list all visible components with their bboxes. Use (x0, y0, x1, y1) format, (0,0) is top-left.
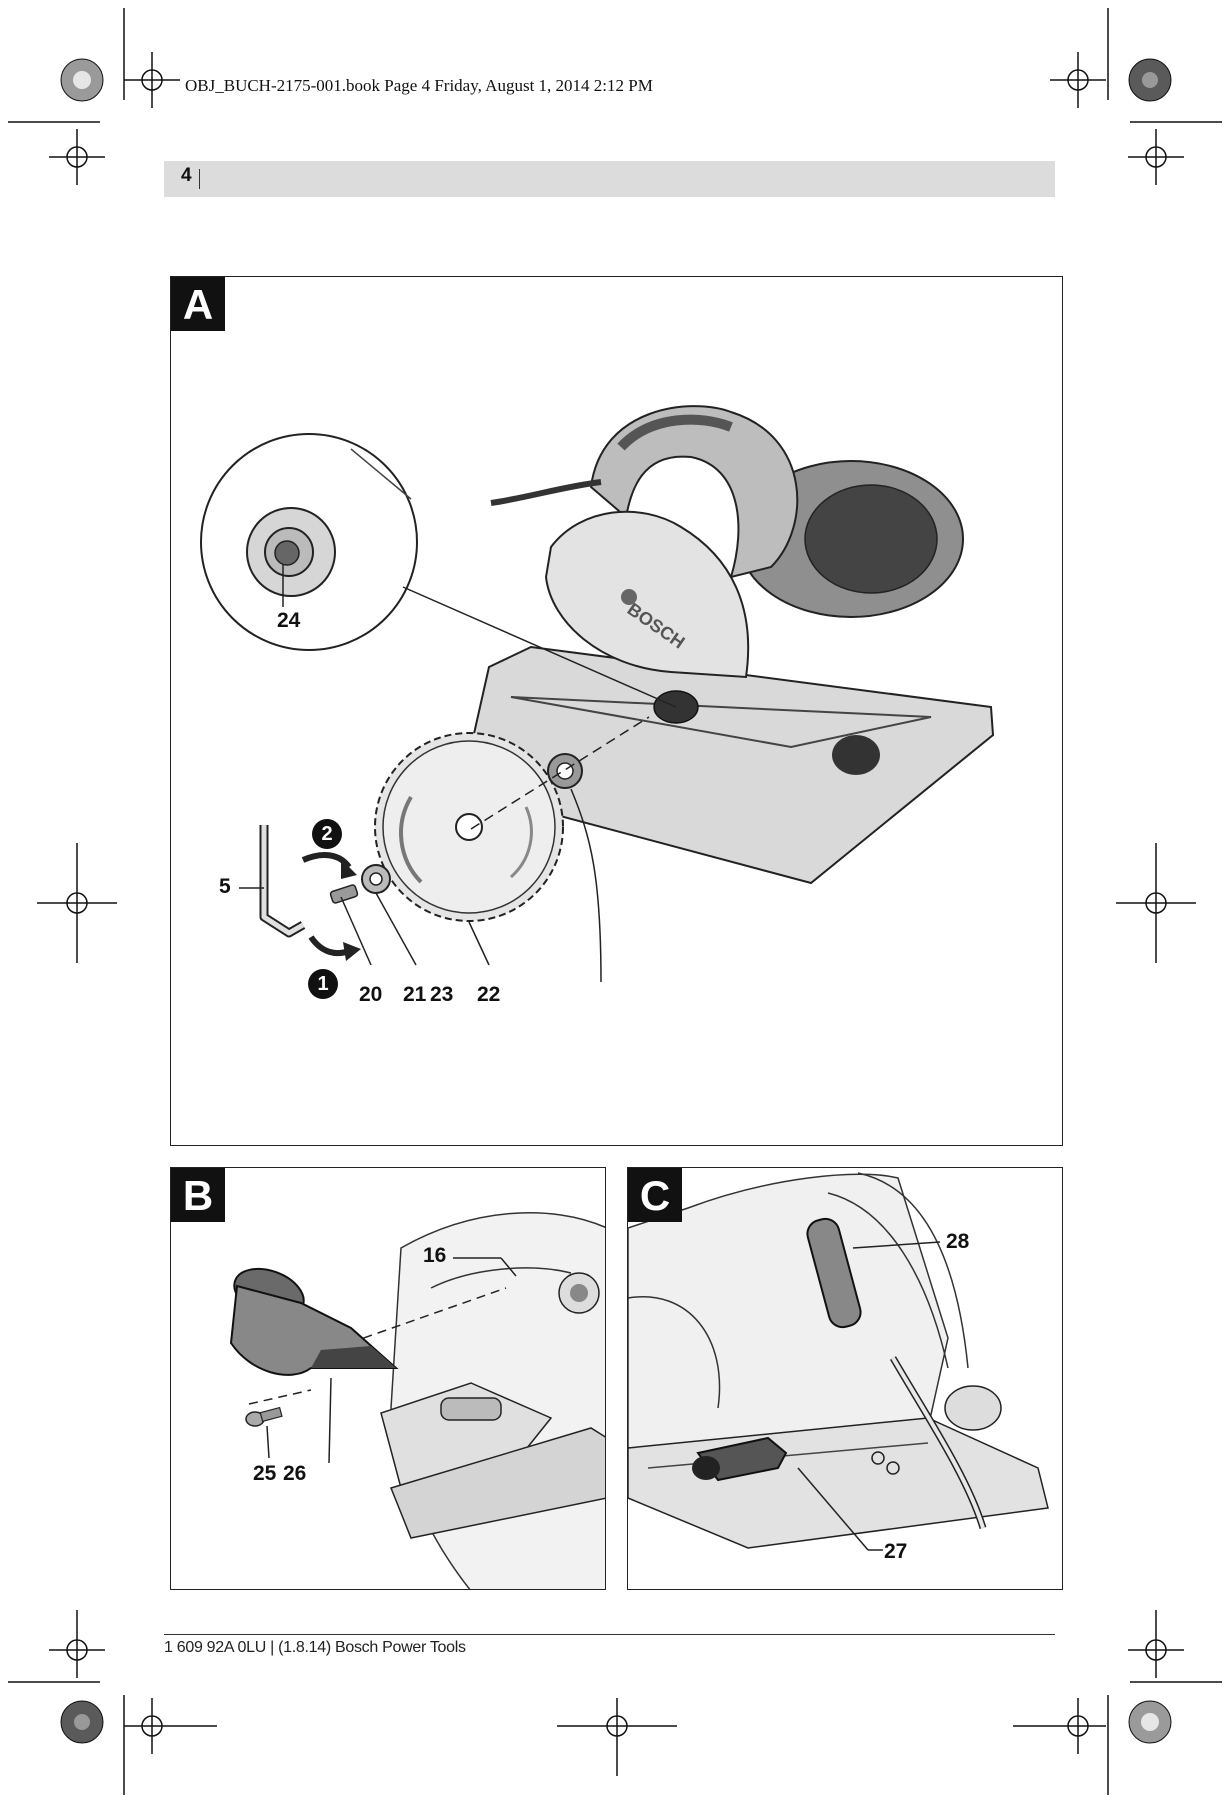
callout-24: 24 (277, 609, 301, 632)
callout-21: 21 (403, 983, 427, 1006)
footer-text: 1 609 92A 0LU | (1.8.14) Bosch Power Too… (164, 1639, 466, 1656)
step-2-marker: 2 (312, 819, 342, 849)
callout-16: 16 (423, 1244, 447, 1267)
figure-b: B 16 25 26 (170, 1167, 606, 1590)
header-bar (164, 161, 1055, 197)
dust-extraction-adapter-illustration (229, 1211, 605, 1589)
figure-c-label: C (628, 1168, 682, 1222)
header-divider (199, 169, 200, 189)
step-1-marker: 1 (308, 969, 338, 999)
callout-27: 27 (884, 1540, 908, 1563)
callout-5: 5 (219, 875, 231, 898)
page-number: 4 (181, 165, 192, 186)
figure-c: C 28 27 (627, 1167, 1063, 1590)
callout-26: 26 (283, 1462, 307, 1485)
figure-a: BOSCH (170, 276, 1063, 1146)
callout-28: 28 (946, 1230, 970, 1253)
bevel-and-depth-lever-illustration (628, 1172, 1049, 1551)
callout-20: 20 (359, 983, 383, 1006)
figure-a-label: A (171, 277, 225, 331)
circular-saw-blade-change-illustration: BOSCH (200, 405, 995, 983)
print-slug: OBJ_BUCH-2175-001.book Page 4 Friday, Au… (185, 76, 653, 95)
callout-23: 23 (430, 983, 454, 1006)
callout-25: 25 (253, 1462, 277, 1485)
footer-rule (164, 1634, 1055, 1635)
figure-b-label: B (171, 1168, 225, 1222)
callout-22: 22 (477, 983, 501, 1006)
